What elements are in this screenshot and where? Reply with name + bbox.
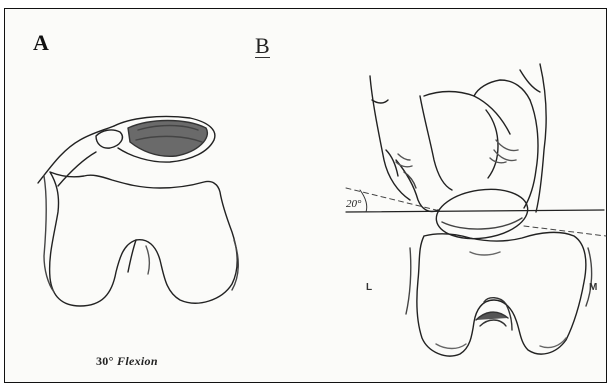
caption-word: Flexion <box>117 354 158 368</box>
figure-caption: 30° Flexion <box>96 354 158 369</box>
panel-a-label: A <box>33 30 49 56</box>
medial-label: M <box>589 282 597 293</box>
panel-a-drawing <box>38 116 238 306</box>
lateral-label: L <box>366 282 372 293</box>
panel-b-label: B <box>255 33 270 59</box>
caption-degrees: 30° <box>96 354 114 368</box>
tilt-angle-label: 20° <box>346 198 361 210</box>
